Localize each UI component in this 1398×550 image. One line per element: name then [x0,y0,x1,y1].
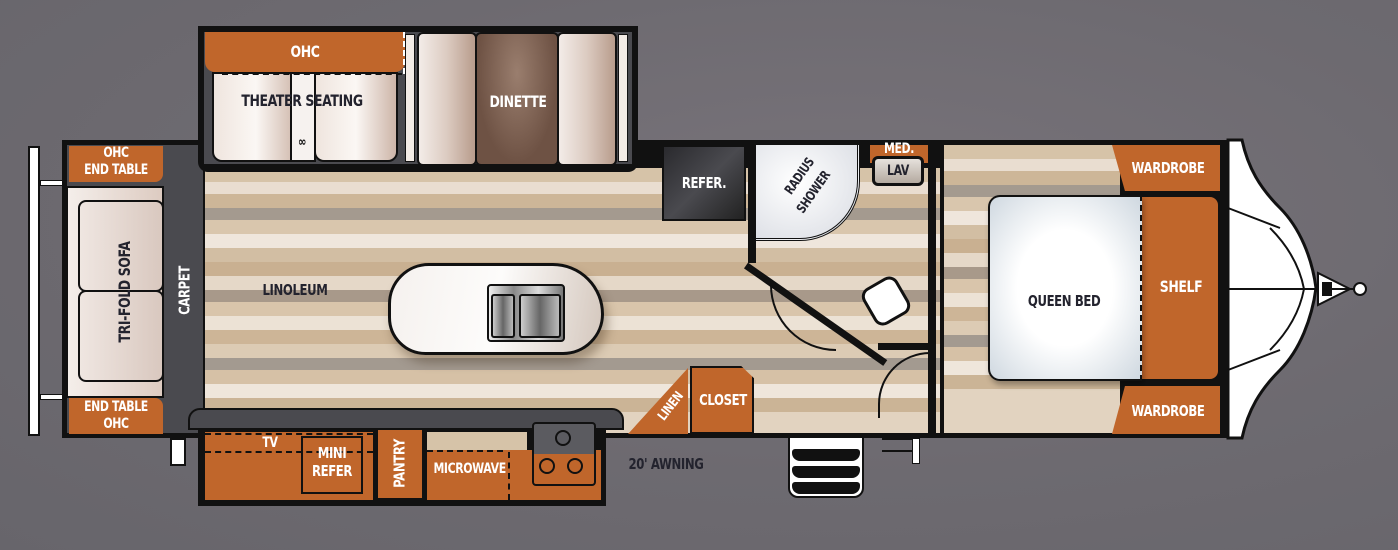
theater-seating-label: THEATER SEATING [241,91,363,110]
entry-step-1 [792,449,860,461]
dinette-label: DINETTE [489,92,547,111]
theater-seat-right [314,72,398,162]
bath-wall-right [928,145,936,435]
sofa-cushion-lower [78,290,164,382]
refer-label: REFER. [681,174,727,192]
ohc-end-table-top [69,146,163,182]
entry-step-3 [792,482,860,494]
burner-icon-1 [555,430,571,446]
end-table-label-top: END TABLE [84,162,148,178]
theater-seat-left [212,72,300,162]
tv-label: TV [262,435,278,451]
pantry [376,428,424,500]
front-cap-hitch-icon [1226,138,1367,440]
mini-refer-label-1: MINI [317,444,347,462]
ohc-label-bottom: OHC [103,416,129,432]
ohc-top-dash [403,32,405,74]
awning-label: 20' AWNING [628,455,704,473]
burner-icon-2 [539,458,555,474]
closet [690,366,754,434]
rear-bumper [28,146,40,436]
mini-refer [301,436,363,494]
sofa-cushion-upper [78,200,164,292]
dinette-bench-right [557,32,617,166]
carpet-label: CARPET [175,266,194,315]
end-table-label-bottom: END TABLE [84,399,148,415]
burner-icon-3 [567,458,583,474]
wardrobe-top-label: WARDROBE [1131,159,1205,177]
ohc-top [205,32,405,72]
dinette-post-left [405,34,415,162]
entry-bracket [882,438,916,452]
bath-wall-left [748,145,756,263]
theater-ohc-line [222,73,402,75]
linoleum-label: LINOLEUM [262,281,328,299]
slide-bracket-left [170,438,186,466]
wardrobe-top [1112,145,1220,191]
ohc-top-label: OHC [290,42,320,61]
tv-dash-top [205,433,373,435]
tri-fold-sofa-label: TRI-FOLD SOFA [115,241,134,343]
med-label: MED. [884,141,914,157]
queen-bed-label: QUEEN BED [1027,292,1101,310]
entry-step-2 [792,466,860,478]
lav-label: LAV [887,163,909,179]
cupholder-icon: ∞ [297,135,307,150]
sink-basin-left [491,294,515,338]
tv-cabinet [205,432,373,500]
closet-label: CLOSET [699,391,747,409]
microwave-dash [427,450,503,452]
shelf-label: SHELF [1159,277,1203,296]
microwave-dash-v [508,452,510,500]
microwave [427,450,527,500]
queen-bed[interactable] [988,195,1142,381]
mini-refer-label-2: REFER [311,462,353,480]
microwave-upper [427,432,527,450]
refrigerator [662,145,746,221]
ohc-end-table-bottom [69,398,163,434]
lavatory [872,156,924,186]
bath-wall-bottom [878,343,934,350]
ohc-label-top: OHC [103,145,129,161]
wardrobe-bottom [1112,386,1220,434]
wardrobe-bottom-label: WARDROBE [1131,402,1205,420]
entry-bracket-post [912,438,920,464]
tv-dash-line [205,451,373,453]
shelf [1140,195,1220,381]
dinette-table [475,32,559,166]
dinette-bench-left [417,32,477,166]
pantry-label: PANTRY [390,439,409,488]
sink-basin-right [519,294,561,338]
dinette-post-right [618,34,628,162]
microwave-label: MICROWAVE [433,461,506,477]
